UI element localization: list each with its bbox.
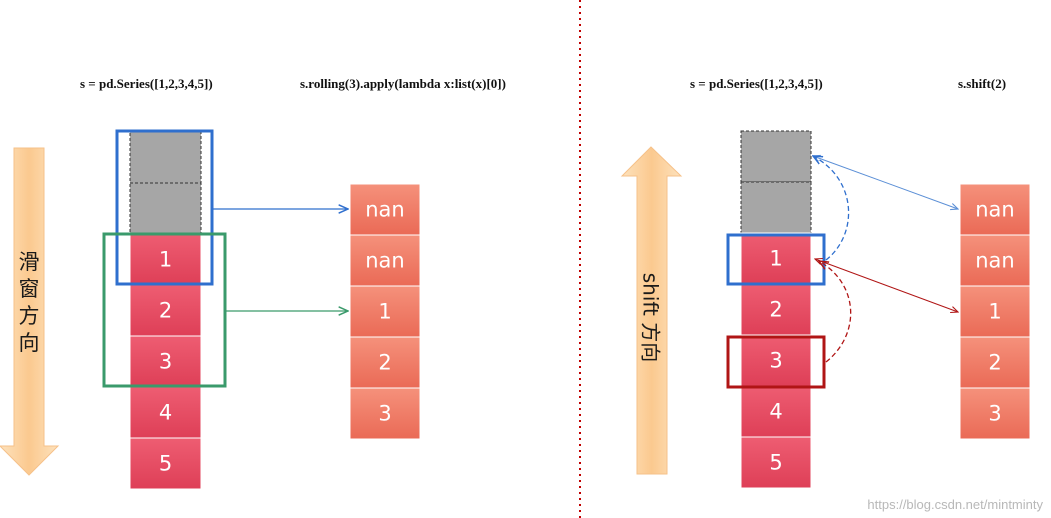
result-cell-value: nan	[975, 249, 1015, 273]
left-result-column: nan nan 1 2 3	[349, 183, 421, 440]
right-result-column: nan nan 1 2 3	[959, 183, 1031, 440]
result-cell-value: 3	[378, 402, 391, 426]
right-result-title: s.shift(2)	[958, 76, 1006, 91]
right-source-title: s = pd.Series([1,2,3,4,5])	[690, 76, 823, 91]
source-cell-value: 5	[159, 452, 172, 476]
padding-cell	[129, 182, 202, 235]
source-cell	[129, 233, 202, 286]
result-cell-value: nan	[975, 198, 1015, 222]
padding-cell	[740, 181, 812, 234]
source-cell	[740, 283, 812, 336]
result-cell-value: 3	[988, 402, 1001, 426]
left-result-title: s.rolling(3).apply(lambda x:list(x)[0])	[300, 76, 506, 91]
padding-cell	[740, 130, 812, 183]
result-cell	[959, 234, 1031, 287]
source-cell-value: 3	[769, 349, 782, 373]
result-cell	[349, 234, 421, 287]
right-source-column: 1 2 3 4 5	[740, 130, 812, 489]
result-cell-value: nan	[365, 249, 405, 273]
left-source-title: s = pd.Series([1,2,3,4,5])	[80, 76, 213, 91]
sliding-direction-label: 滑窗方向	[18, 250, 40, 355]
result-cell	[349, 285, 421, 338]
window-3-box	[102, 232, 227, 388]
source-cell-value: 2	[769, 298, 782, 322]
result-cell-value: 1	[988, 300, 1001, 324]
source-cell	[740, 232, 812, 285]
result-cell	[959, 183, 1031, 236]
shift-direction-arrow	[620, 146, 683, 475]
result-cell	[959, 387, 1031, 440]
result-cell-value: nan	[365, 198, 405, 222]
source-cell	[129, 335, 202, 388]
source-cell	[740, 436, 812, 489]
shift-mapping-arrow-red	[815, 259, 958, 312]
source-cell-value: 4	[159, 401, 172, 425]
result-cell-value: 1	[378, 300, 391, 324]
source-cell-value: 3	[159, 350, 172, 374]
result-cell-value: 2	[988, 351, 1001, 375]
source-cell-value: 5	[769, 451, 782, 475]
result-cell	[349, 387, 421, 440]
padding-cell	[129, 131, 202, 184]
source-cell	[129, 437, 202, 490]
sliding-direction-arrow	[0, 147, 60, 476]
result-cell-value: 2	[378, 351, 391, 375]
value-3-highlight	[726, 335, 826, 389]
result-cell	[349, 336, 421, 389]
shift-mapping-arrow-blue	[813, 156, 958, 209]
left-source-column: 1 2 3 4 5	[129, 131, 202, 490]
source-cell	[740, 334, 812, 387]
window-1-box	[115, 129, 214, 286]
source-cell-value: 4	[769, 400, 782, 424]
shift-direction-label: shift 方向	[638, 272, 663, 363]
source-cell-value: 1	[769, 247, 782, 271]
watermark-text: https://blog.csdn.net/mintminty	[867, 497, 1043, 512]
shift-curve-red	[819, 261, 852, 363]
shift-curve-blue	[813, 156, 850, 261]
source-cell-value: 2	[159, 299, 172, 323]
source-cell-value: 1	[159, 248, 172, 272]
